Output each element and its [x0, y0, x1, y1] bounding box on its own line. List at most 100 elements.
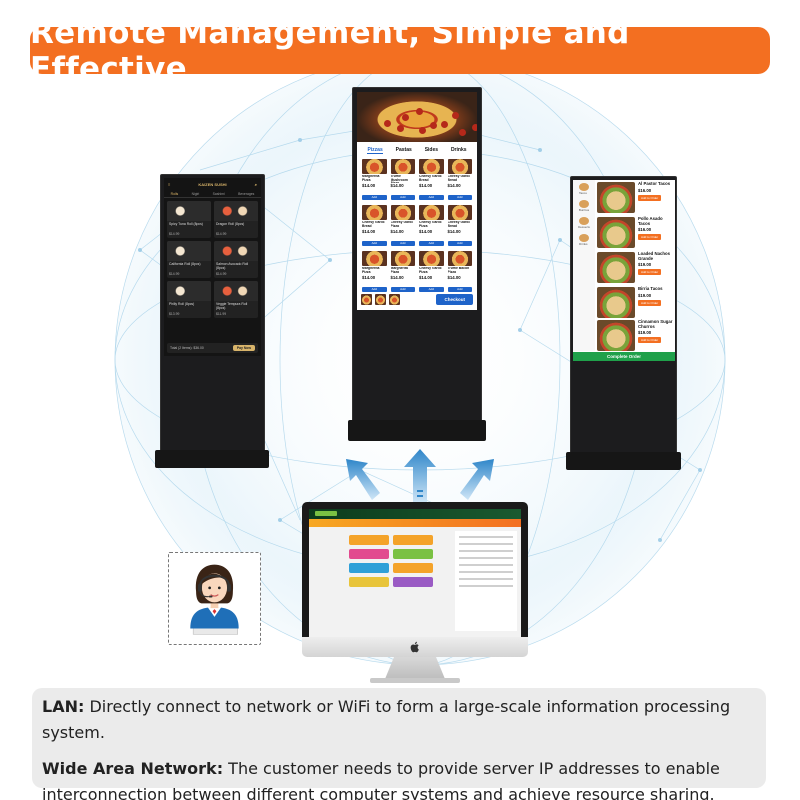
- list-row[interactable]: [459, 543, 513, 545]
- add-to-order-button[interactable]: Add to Order: [638, 337, 662, 344]
- add-to-order-button[interactable]: Add to Order: [638, 194, 662, 201]
- add-button[interactable]: Add: [419, 287, 444, 292]
- add-to-order-button[interactable]: Add to Order: [638, 269, 662, 276]
- add-to-order-button[interactable]: Add to Order: [638, 234, 662, 241]
- add-button[interactable]: Add: [362, 241, 387, 246]
- list-item[interactable]: Veggie Tempura Roll (8pcs)$11.99: [214, 281, 258, 318]
- tab-sides[interactable]: Sides: [424, 147, 439, 153]
- item-price: $14.00: [362, 183, 376, 188]
- list-row[interactable]: [459, 571, 513, 573]
- add-to-order-button[interactable]: Add to Order: [638, 299, 662, 306]
- item-name: Philly Roll (8pcs): [169, 302, 195, 306]
- pizza-image: [419, 205, 444, 220]
- dashboard-tile[interactable]: [349, 563, 389, 573]
- sidebar-item-burritos[interactable]: Burritos: [579, 200, 589, 212]
- apple-logo-icon: [408, 640, 422, 654]
- add-button[interactable]: Add: [447, 241, 472, 246]
- complete-order-button[interactable]: Complete Order: [573, 352, 675, 361]
- add-button[interactable]: Add: [390, 241, 415, 246]
- add-button[interactable]: Add: [362, 195, 387, 200]
- dashboard-tile[interactable]: [349, 577, 389, 587]
- sidebar-item-desserts[interactable]: Desserts: [578, 217, 590, 229]
- menu-icon[interactable]: ≡: [168, 181, 171, 187]
- list-row[interactable]: [459, 536, 513, 538]
- add-button[interactable]: Add: [447, 195, 472, 200]
- add-button[interactable]: Add: [447, 287, 472, 292]
- item-price: $14.99: [216, 272, 227, 276]
- tab-beverages[interactable]: Beverages: [238, 191, 255, 196]
- list-row[interactable]: [459, 564, 513, 566]
- item-price: $14.00: [390, 229, 404, 234]
- list-row[interactable]: [459, 585, 513, 587]
- management-dashboard: [309, 509, 521, 637]
- dashboard-header: [309, 509, 521, 519]
- add-button[interactable]: Add: [390, 195, 415, 200]
- wan-paragraph: Wide Area Network: The customer needs to…: [42, 756, 756, 800]
- burrito-icon: [579, 200, 589, 208]
- list-row[interactable]: [459, 557, 513, 559]
- dashboard-tile[interactable]: [349, 549, 389, 559]
- list-item[interactable]: Salmon Avocado Roll (8pcs) $14.99: [214, 241, 258, 278]
- list-item[interactable]: Dragon Roll (8pcs)$14.99: [214, 201, 258, 238]
- list-item[interactable]: Philly Roll (8pcs)$13.99: [167, 281, 211, 318]
- sushi-image: [167, 241, 211, 261]
- list-item[interactable]: Spicy Tuna Roll (8pcs)$14.99: [167, 201, 211, 238]
- sidebar-item-drinks[interactable]: Drinks: [579, 234, 589, 246]
- tab-nigiri[interactable]: Nigiri: [191, 191, 200, 196]
- kiosk-center-screen: Pizzas Pastas Sides Drinks Margherita Pi…: [357, 92, 477, 310]
- add-button[interactable]: Add: [419, 195, 444, 200]
- tab-sashimi[interactable]: Sashimi: [212, 191, 225, 196]
- item-name: Salmon Avocado Roll (8pcs): [216, 262, 249, 270]
- list-row[interactable]: [459, 578, 513, 580]
- item-price: $16.00: [638, 187, 652, 193]
- dashboard-tile[interactable]: [349, 535, 389, 545]
- tab-drinks[interactable]: Drinks: [450, 147, 467, 153]
- pizza-image: [447, 251, 472, 266]
- search-icon[interactable]: ⌕: [254, 181, 257, 187]
- add-button[interactable]: Add: [419, 241, 444, 246]
- lan-text: Directly connect to network or WiFi to f…: [42, 697, 731, 742]
- sidebar-item-tacos[interactable]: Tacos: [579, 183, 589, 195]
- tab-pastas[interactable]: Pastas: [395, 147, 412, 153]
- add-button[interactable]: Add: [390, 287, 415, 292]
- item-price: $19.00: [638, 330, 652, 336]
- sidebar-item-label: Tacos: [579, 191, 587, 195]
- category-sidebar: Tacos Burritos Desserts Drinks: [573, 180, 595, 351]
- list-row[interactable]: [459, 550, 513, 552]
- list-item[interactable]: California Roll (8pcs)$14.99: [167, 241, 211, 278]
- add-button[interactable]: Add: [362, 287, 387, 292]
- dashboard-tile[interactable]: [393, 563, 433, 573]
- drink-icon: [579, 234, 589, 242]
- sushi-header: ≡ KAIZEN SUSHI ⌕: [164, 178, 261, 190]
- dashboard-tile[interactable]: [393, 549, 433, 559]
- item-price: $14.99: [169, 232, 180, 236]
- tab-rolls[interactable]: Rolls: [170, 191, 179, 196]
- item-name: Al Pastor Tacos: [638, 181, 671, 186]
- tab-pizzas[interactable]: Pizzas: [367, 147, 383, 154]
- dashboard-tile[interactable]: [393, 535, 433, 545]
- dashboard-tile[interactable]: [393, 577, 433, 587]
- sidebar-item-label: Burritos: [578, 208, 590, 212]
- sidebar-item-label: Drinks: [579, 242, 588, 246]
- sushi-cart-bar: Total (2 Items): $36.00 Pay Now: [167, 343, 258, 353]
- pay-now-button[interactable]: Pay Now: [232, 345, 255, 351]
- checkout-button[interactable]: Checkout: [436, 294, 473, 305]
